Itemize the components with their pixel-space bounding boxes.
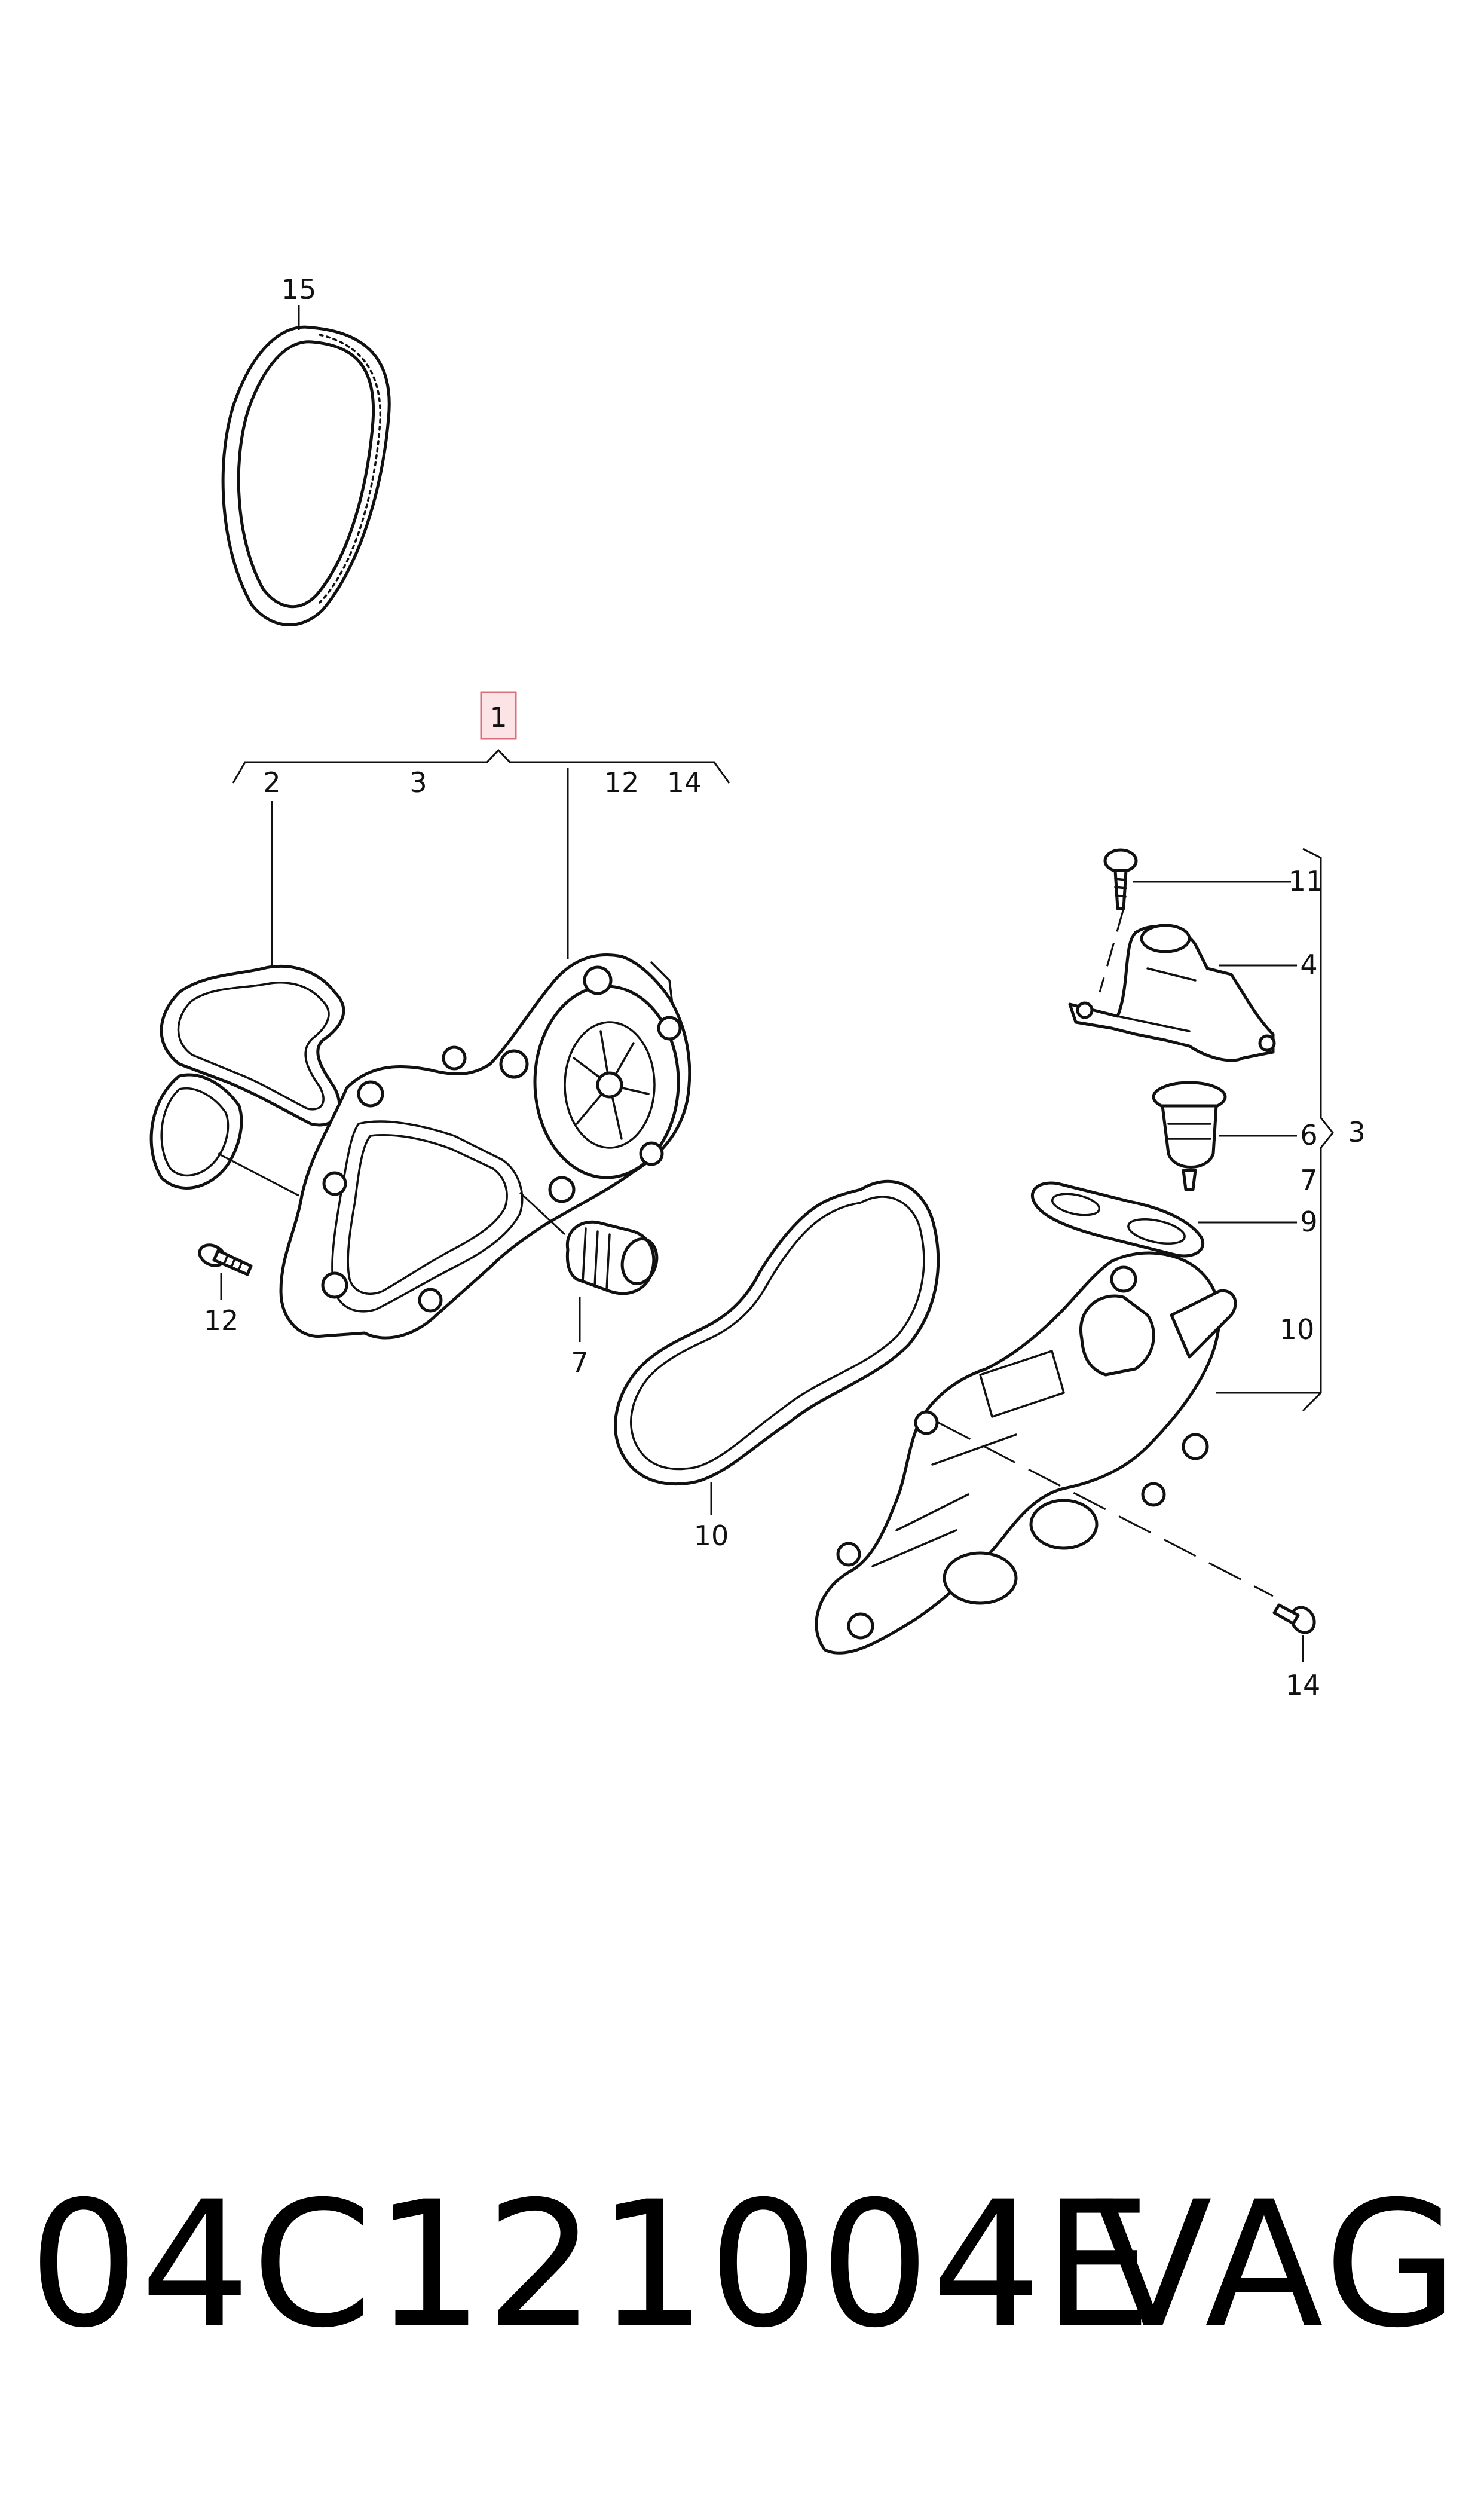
callout-11: 11: [1289, 865, 1324, 897]
brand-name: VAG: [1094, 2165, 1462, 2366]
coolant-connector: [565, 1220, 659, 1295]
callout-4: 4: [1300, 949, 1317, 981]
callout-3-group: 3: [1348, 1116, 1365, 1148]
callout-14: 14: [1286, 1669, 1321, 1701]
kit-callout-3: 3: [409, 766, 427, 799]
kit-bracket: [232, 748, 730, 784]
exploded-view-drawing: 15 1 2 3 12 14: [149, 273, 1366, 1701]
group-bracket: [1302, 848, 1334, 1412]
housing-gasket-large: [614, 1179, 940, 1486]
screw-top: [1103, 848, 1138, 910]
kit-callout-12: 12: [604, 766, 640, 799]
leader-2b: [218, 1152, 299, 1197]
thermostat: [1152, 1081, 1227, 1191]
part-number: 04C121004E: [29, 2165, 1153, 2366]
callout-7-right: 7: [1300, 1164, 1317, 1196]
callout-9: 9: [1300, 1206, 1317, 1238]
thermostat-housing: [815, 1251, 1237, 1655]
callout-10-right: 10: [1280, 1313, 1315, 1346]
screw-bottom: [1272, 1603, 1316, 1634]
callout-1-highlight: [480, 691, 517, 740]
kit-callout-2: 2: [263, 766, 280, 799]
thermostat-cover: [1068, 924, 1276, 1062]
callout-1: 1: [489, 701, 507, 733]
callout-12: 12: [204, 1304, 239, 1337]
screw-top-axis: [1099, 908, 1125, 993]
screw-axis: [938, 1421, 1274, 1597]
callout-10: 10: [694, 1520, 729, 1552]
kit-callout-14: 14: [667, 766, 702, 799]
callout-7: 7: [571, 1346, 588, 1378]
bolt-left: [198, 1243, 253, 1276]
timing-belt: [221, 325, 391, 626]
water-pump-housing: [279, 953, 691, 1340]
callout-6: 6: [1300, 1119, 1317, 1151]
leader-7-axis: [519, 1191, 566, 1236]
pump-gasket: [149, 964, 345, 1190]
callout-15: 15: [281, 273, 317, 305]
part-footer: 04C121004E VAG: [0, 2176, 1484, 2355]
thermostat-gasket: [1031, 1181, 1204, 1258]
